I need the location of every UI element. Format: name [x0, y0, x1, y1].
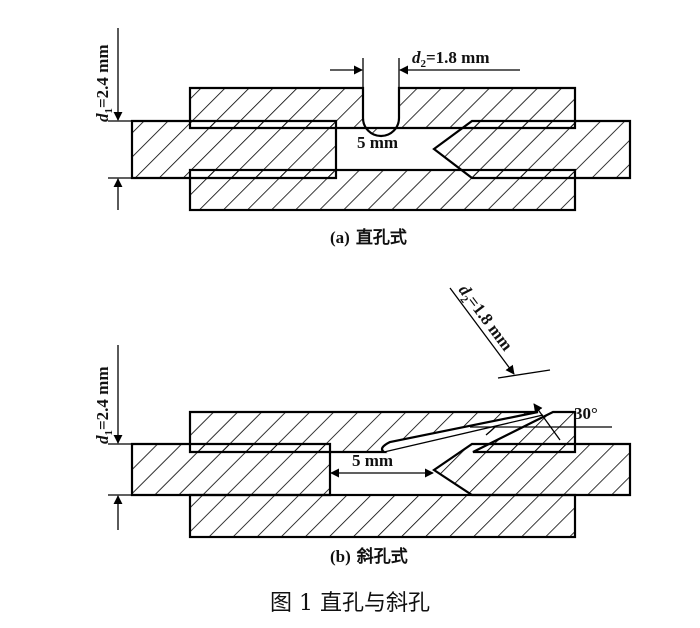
- diagram-b-angle-arc: [485, 426, 496, 436]
- diagram-a-right-pin: [432, 119, 632, 180]
- diagram-b-caption: (b)斜孔式: [330, 546, 408, 566]
- diagram-a-straight-hole: d1=2.4 mm d2=1.8 mm 5 mm (a)直孔式: [93, 28, 632, 247]
- diagram-b-right-pin: [432, 442, 632, 497]
- diagram-a-d1-label: d1=2.4 mm: [93, 44, 115, 122]
- diagram-b-upper-block: [188, 410, 539, 454]
- diagram-b-d1-label: d1=2.4 mm: [93, 366, 115, 444]
- diagram-b-channel-edge: [383, 414, 544, 453]
- diagram-b-inclined-hole: d1=2.4 mm d2=1.8 mm 30° 5 mm (b)斜孔式: [93, 281, 632, 566]
- diagram-b-d2-ext-upper: [497, 369, 551, 379]
- diagram-b-lower-block: [188, 493, 577, 539]
- diagram-a-length-label: 5 mm: [357, 133, 398, 152]
- diagram-b-length-label: 5 mm: [352, 451, 393, 470]
- diagram-b-angle-label: 30°: [574, 404, 598, 423]
- figure-caption: 图 1 直孔与斜孔: [270, 591, 430, 616]
- diagram-a-caption: (a)直孔式: [330, 227, 407, 247]
- diagram-b-d2-label: d2=1.8 mm: [452, 281, 516, 356]
- diagram-b-d2-arrow-lower: [533, 403, 561, 441]
- diagram-a-lower-block: [188, 168, 577, 212]
- diagram-b-d2-leader: [449, 287, 515, 375]
- diagram-a-d2-label: d2=1.8 mm: [412, 48, 490, 70]
- diagram-b-left-pin: [130, 442, 332, 497]
